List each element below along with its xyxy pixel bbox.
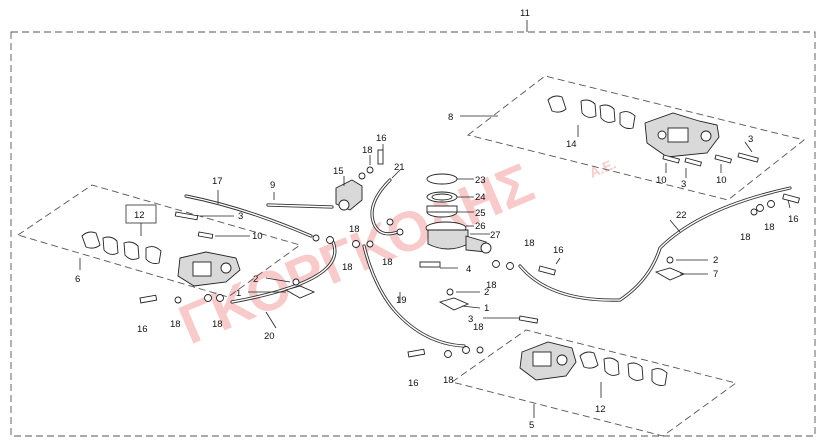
label-19: 19 xyxy=(396,295,407,306)
brake-caliper-left xyxy=(177,251,241,287)
master-cylinder xyxy=(425,221,492,254)
label-3-top-right: 3 xyxy=(748,134,753,145)
label-3-left: 3 xyxy=(238,211,243,222)
label-3-bottom: 3 xyxy=(468,314,473,325)
label-16-right-b: 16 xyxy=(788,214,799,225)
label-16-top: 16 xyxy=(376,133,387,144)
junction-block xyxy=(335,179,363,211)
label-1-left: 1 xyxy=(236,288,241,299)
reservoir-cap xyxy=(426,173,458,185)
label-18-right-c: 18 xyxy=(764,222,775,233)
group-6-box xyxy=(16,184,302,298)
label-10-top-right-b: 10 xyxy=(716,175,727,186)
label-18-center-a: 18 xyxy=(349,224,360,235)
label-16-bottom: 16 xyxy=(408,378,419,389)
label-4: 4 xyxy=(466,264,471,275)
label-16-right-a: 16 xyxy=(553,245,564,256)
label-18-left-a: 18 xyxy=(170,319,181,330)
brake-hose-20 xyxy=(230,238,337,304)
label-5: 5 xyxy=(529,420,534,431)
label-14: 14 xyxy=(566,139,577,150)
brake-pads-top-right xyxy=(547,95,636,129)
crush-washers xyxy=(174,200,775,358)
label-18-center-b: 18 xyxy=(342,262,353,273)
bracket-center xyxy=(438,288,470,311)
label-22: 22 xyxy=(676,210,687,221)
label-8: 8 xyxy=(448,112,453,123)
brake-pads-bottom-right xyxy=(579,351,668,386)
label-9: 9 xyxy=(270,180,275,191)
brake-caliper-top-right xyxy=(644,112,720,158)
pushrod-bolt xyxy=(419,261,441,268)
watermark-suffix: Α.Ε. xyxy=(587,155,618,180)
label-18-right-a: 18 xyxy=(524,238,535,249)
brake-caliper-bottom-right xyxy=(519,341,577,381)
float-ring xyxy=(426,205,458,218)
diaphragm xyxy=(426,191,458,203)
label-16-left: 16 xyxy=(137,324,148,335)
label-18-left-b: 18 xyxy=(212,319,223,330)
bracket-left xyxy=(284,278,316,299)
label-3-top-right-b: 3 xyxy=(681,179,686,190)
label-15: 15 xyxy=(333,166,344,177)
label-2-left: 2 xyxy=(253,274,258,285)
label-18-bottom-b: 18 xyxy=(443,375,454,386)
label-18-center-c: 18 xyxy=(382,257,393,268)
label-18-center-d: 18 xyxy=(486,280,497,291)
group-5-box xyxy=(450,329,738,437)
label-10-top-right-a: 10 xyxy=(656,175,667,186)
watermark-logo: ΓΚΟΡΓΚΟΛΗΣ Α.Ε. xyxy=(170,151,618,356)
brake-hose-22 xyxy=(518,186,792,302)
label-7: 7 xyxy=(713,269,718,280)
brake-line-9 xyxy=(266,203,334,209)
label-10-left: 10 xyxy=(252,231,263,242)
label-27: 27 xyxy=(490,230,501,241)
label-26: 26 xyxy=(475,221,486,232)
label-23: 23 xyxy=(475,175,486,186)
label-24: 24 xyxy=(475,192,486,203)
label-11: 11 xyxy=(520,8,530,19)
brake-hose-19 xyxy=(362,244,466,348)
banjo-bolts-16 xyxy=(139,193,801,358)
banjo-bolt-16-top xyxy=(377,149,384,165)
label-12-bottom: 12 xyxy=(595,404,606,415)
brake-line-17 xyxy=(184,194,313,238)
label-20: 20 xyxy=(264,331,275,342)
brake-hose-21 xyxy=(370,178,400,236)
label-18-top: 18 xyxy=(362,145,373,156)
bolts-top-right xyxy=(662,152,759,167)
bolt-bottom-right-3 xyxy=(518,315,539,324)
brake-pads-left xyxy=(81,231,162,264)
group-8-box xyxy=(466,75,806,201)
label-12-boxed: 12 xyxy=(134,210,145,221)
bracket-right xyxy=(654,256,686,281)
label-6: 6 xyxy=(75,274,80,285)
label-1-center: 1 xyxy=(484,303,489,314)
label-25: 25 xyxy=(475,208,486,219)
label-18-bottom-a: 18 xyxy=(473,322,484,333)
bolt-left-3 xyxy=(174,211,199,221)
outer-assembly-frame xyxy=(10,31,816,437)
bolt-left-10 xyxy=(197,231,214,239)
label-2-center: 2 xyxy=(484,287,489,298)
label-2-right: 2 xyxy=(713,255,718,266)
label-18-right-b: 18 xyxy=(740,232,751,243)
label-21: 21 xyxy=(394,162,405,173)
label-17: 17 xyxy=(212,176,223,187)
